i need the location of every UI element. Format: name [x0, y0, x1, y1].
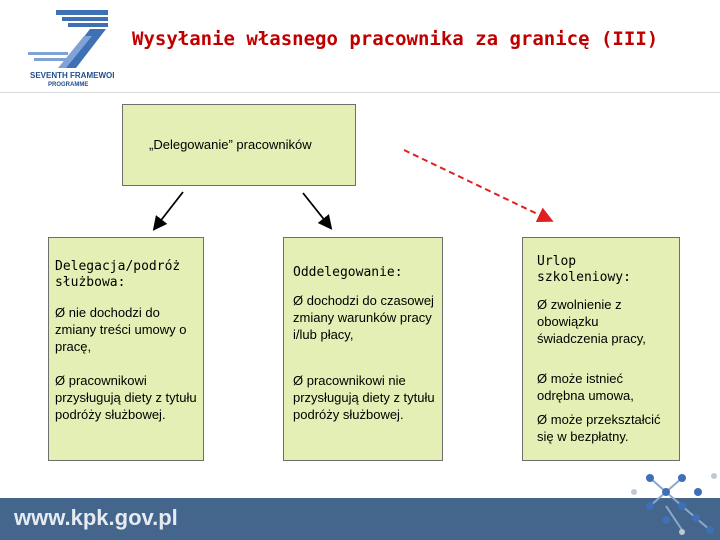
- box-heading: Oddelegowanie:: [293, 265, 403, 280]
- bullet-text: może istnieć odrębna umowa,: [537, 371, 634, 403]
- bullet-item: Ø zwolnienie z obowiązku świadczenia pra…: [537, 296, 667, 347]
- bullet-text: zwolnienie z obowiązku świadczenia pracy…: [537, 297, 646, 346]
- bullet-item: Ø może przekształcić się w bezpłatny.: [537, 411, 667, 445]
- arrow-right-dashed: [403, 149, 554, 223]
- box-oddelegowanie: Oddelegowanie: Ø dochodzi do czasowej zm…: [283, 237, 443, 461]
- bullet-arrow-icon: Ø: [55, 305, 66, 320]
- bullet-arrow-icon: Ø: [537, 297, 548, 312]
- bullet-text: może przekształcić się w bezpłatny.: [537, 412, 661, 444]
- bullet-item: Ø nie dochodzi do zmiany treści umowy o …: [55, 304, 203, 355]
- box-urlop-szkoleniowy: Urlop szkoleniowy: Ø zwolnienie z obowią…: [522, 237, 680, 461]
- bullet-arrow-icon: Ø: [293, 293, 304, 308]
- page-title: Wysyłanie własnego pracownika za granicę…: [132, 28, 659, 50]
- fp7-logo-graphic: SEVENTH FRAMEWORK PROGRAMME: [28, 10, 124, 88]
- box-heading: Urlop szkoleniowy:: [537, 254, 631, 285]
- bullet-text: nie dochodzi do zmiany treści umowy o pr…: [55, 305, 187, 354]
- top-box-label: „Delegowanie” pracowników: [149, 137, 312, 152]
- bullet-item: Ø dochodzi do czasowej zmiany warunków p…: [293, 292, 441, 343]
- bullet-text: pracownikowi nie przysługują diety z tyt…: [293, 373, 435, 422]
- network-decoration-icon: [631, 473, 717, 535]
- arrow-middle: [302, 192, 333, 230]
- bullet-arrow-icon: Ø: [55, 373, 66, 388]
- logo-text-line2: PROGRAMME: [48, 82, 88, 88]
- header: SEVENTH FRAMEWORK PROGRAMME Wysyłanie wł…: [0, 0, 720, 93]
- bullet-item: Ø pracownikowi przysługują diety z tytuł…: [55, 372, 203, 423]
- box-delegacja: Delegacja/podróż służbowa: Ø nie dochodz…: [48, 237, 204, 461]
- bullet-arrow-icon: Ø: [537, 412, 548, 427]
- bullet-text: pracownikowi przysługują diety z tytułu …: [55, 373, 197, 422]
- bullet-item: Ø może istnieć odrębna umowa,: [537, 370, 667, 404]
- bullet-item: Ø pracownikowi nie przysługują diety z t…: [293, 372, 441, 423]
- bullet-arrow-icon: Ø: [293, 373, 304, 388]
- footer-url-link[interactable]: www.kpk.gov.pl: [14, 505, 178, 530]
- bullet-arrow-icon: Ø: [537, 371, 548, 386]
- footer-bar: www.kpk.gov.pl: [0, 498, 720, 540]
- logo-text-line1: SEVENTH FRAMEWORK: [30, 71, 114, 80]
- bullet-text: dochodzi do czasowej zmiany warunków pra…: [293, 293, 434, 342]
- top-box: „Delegowanie” pracowników: [122, 104, 356, 186]
- box-heading: Delegacja/podróż służbowa:: [55, 259, 181, 290]
- fp7-logo: SEVENTH FRAMEWORK PROGRAMME: [26, 6, 124, 88]
- arrow-left: [152, 191, 184, 231]
